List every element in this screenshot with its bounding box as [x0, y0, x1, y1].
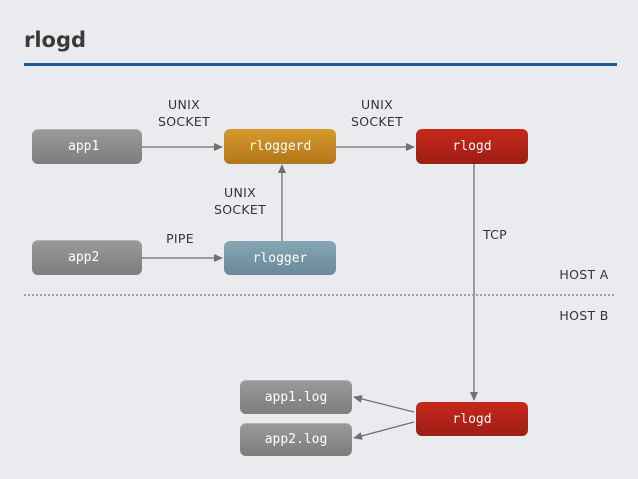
edge-label-line: SOCKET — [157, 114, 211, 129]
edge-label-unix-socket-2: UNIX SOCKET — [337, 96, 417, 130]
title-underline — [24, 63, 617, 66]
edge-label-unix-socket-3: UNIX SOCKET — [200, 184, 280, 218]
arrow-rlogd-b-to-app2-log — [353, 421, 415, 440]
rlogger-node: rlogger — [224, 241, 336, 275]
edge-label-line: SOCKET — [213, 202, 267, 217]
rlogger-label: rlogger — [252, 250, 308, 266]
rlogd-host-b-label: rlogd — [452, 411, 492, 427]
app1-node: app1 — [32, 129, 142, 164]
slide-title: rlogd — [24, 28, 87, 52]
edge-label-line: UNIX — [168, 97, 200, 112]
rloggerd-node: rloggerd — [224, 129, 336, 164]
app2-node: app2 — [32, 240, 142, 275]
app2-log-label: app2.log — [264, 432, 328, 447]
rlogd-host-a-label: rlogd — [452, 139, 492, 154]
rloggerd-label: rloggerd — [248, 139, 312, 154]
host-b-label: HOST B — [559, 308, 609, 323]
rlogd-host-b-node: rlogd — [416, 402, 528, 436]
app1-label: app1 — [68, 139, 100, 154]
edge-label-line: UNIX — [224, 185, 256, 200]
edge-label-pipe: PIPE — [166, 231, 194, 246]
edge-label-line: SOCKET — [350, 114, 404, 129]
edge-label-line: UNIX — [361, 97, 393, 112]
edge-label-tcp: TCP — [482, 227, 508, 242]
host-a-label: HOST A — [559, 267, 609, 282]
host-divider — [24, 294, 614, 296]
rlogd-host-a-node: rlogd — [416, 129, 528, 164]
arrow-rlogd-b-to-app1-log — [353, 395, 415, 413]
app1-log-node: app1.log — [240, 380, 352, 414]
edge-label-unix-socket-1: UNIX SOCKET — [144, 96, 224, 130]
app1-log-label: app1.log — [264, 389, 328, 405]
app2-log-node: app2.log — [240, 423, 352, 456]
app2-label: app2 — [68, 250, 100, 265]
